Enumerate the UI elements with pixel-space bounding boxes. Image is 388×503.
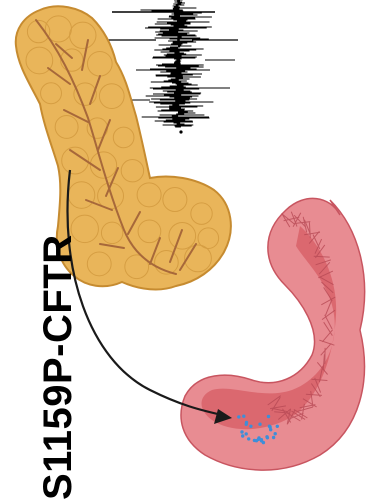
figure-canvas [0, 0, 388, 503]
